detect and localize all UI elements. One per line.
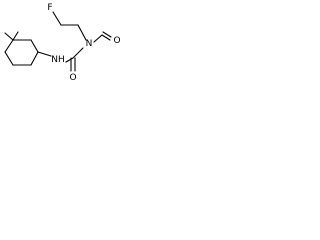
amide-nh-label: NH xyxy=(51,55,65,65)
carbonyl-oxygen-label: O xyxy=(69,73,76,83)
bond-nh-to-carbonyl xyxy=(65,57,74,63)
cyclohexane-ring xyxy=(4,39,39,66)
nitroso-double-bond xyxy=(101,31,112,41)
nitroso-oxygen-label: O xyxy=(113,36,120,46)
bond-ch2-to-f xyxy=(52,11,62,26)
ring-bond-5 xyxy=(30,39,39,53)
bond-carbonyl-to-n xyxy=(72,47,84,59)
chemical-structure-diagram: F N O O NH xyxy=(4,3,121,83)
bond-n-to-ch2 xyxy=(77,24,87,41)
bond-methyl-2 xyxy=(12,31,19,41)
ring-bond-4 xyxy=(30,51,39,66)
methyl-groups xyxy=(4,31,19,41)
ring-bond-2 xyxy=(4,51,14,66)
bond-ring-to-nh xyxy=(37,51,52,57)
bond-methyl-1 xyxy=(4,32,14,41)
bond-nitroso-b xyxy=(102,31,112,38)
fluoroethyl-chain xyxy=(52,11,87,41)
carbonyl-double-bond xyxy=(70,57,76,72)
ring-bond-1 xyxy=(4,39,14,53)
bond-nitroso-a xyxy=(101,34,111,41)
bond-n-to-nitroso xyxy=(93,34,103,43)
fluorine-label: F xyxy=(47,3,52,13)
nitroso-nitrogen-label: N xyxy=(86,39,93,49)
